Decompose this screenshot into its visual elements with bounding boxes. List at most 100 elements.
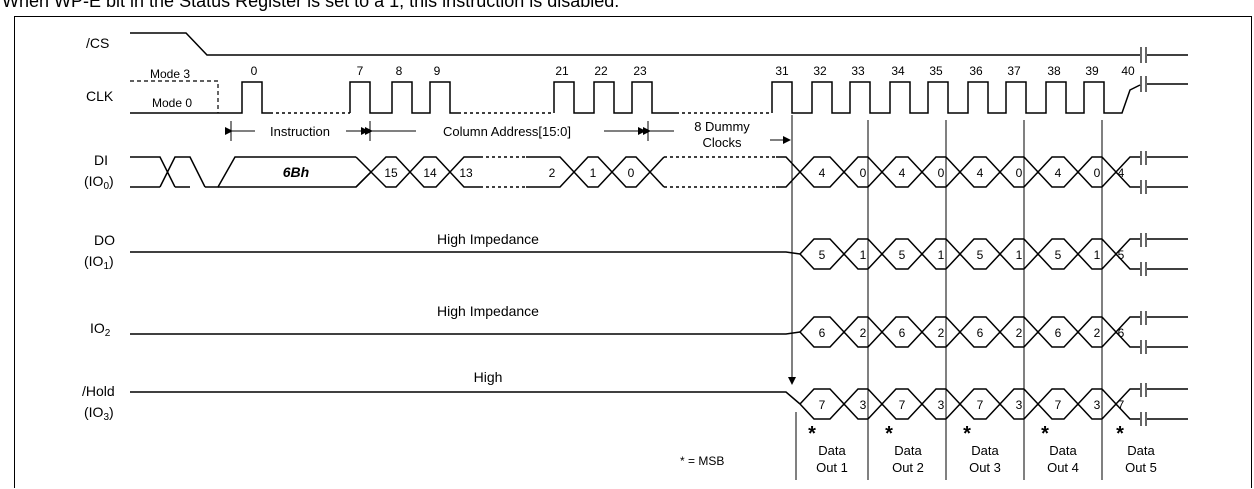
clk-num: 8 — [396, 64, 403, 78]
clk-num: 38 — [1047, 64, 1061, 78]
break-marks — [1140, 47, 1147, 426]
data-out-label: Data — [1049, 443, 1077, 458]
do-label: DO — [94, 232, 115, 248]
io2-label: IO2 — [90, 320, 111, 339]
hold-state-label: High — [474, 369, 503, 385]
clk-num: 37 — [1007, 64, 1021, 78]
bit: 1 — [1016, 248, 1023, 262]
dummy-label-2: Clocks — [702, 135, 742, 150]
di-out-bits: 4 0 4 0 4 0 4 0 4 — [819, 166, 1125, 180]
clk-num: 23 — [633, 64, 647, 78]
io2-out-bits: 6 2 6 2 6 2 6 2 6 — [819, 326, 1125, 340]
bit: 3 — [860, 398, 867, 412]
bit: 4 — [819, 166, 826, 180]
mode0-label: Mode 0 — [152, 96, 192, 110]
data-out-labels: Data Out 1 Data Out 2 Data Out 3 Data Ou… — [816, 443, 1157, 475]
column-address-label: Column Address[15:0] — [443, 124, 571, 139]
bit: 7 — [819, 398, 826, 412]
clk-num: 36 — [969, 64, 983, 78]
data-out-label: Data — [894, 443, 922, 458]
bit: 6 — [819, 326, 826, 340]
msb-legend: * = MSB — [680, 454, 724, 468]
data-out-item: Out 2 — [892, 460, 924, 475]
clk-num: 9 — [434, 64, 441, 78]
clk-num: 31 — [775, 64, 789, 78]
di-bit: 0 — [628, 166, 635, 180]
di-bit: 2 — [549, 166, 556, 180]
bit: 6 — [1118, 326, 1125, 340]
bit: 7 — [899, 398, 906, 412]
di-label: DI — [94, 152, 108, 168]
msb-markers: * * * * * — [808, 423, 1124, 445]
bit: 3 — [1016, 398, 1023, 412]
di-io-label: (IO0) — [84, 173, 114, 192]
bit: 4 — [1118, 166, 1125, 180]
bit: 7 — [1118, 398, 1125, 412]
clk-num: 35 — [929, 64, 943, 78]
do-io-label: (IO1) — [84, 253, 114, 272]
hold-label: /Hold — [82, 383, 115, 399]
output-bus-rows — [130, 156, 1189, 420]
clk-waveform-31-40 — [771, 81, 1188, 114]
clock-numbers: 0 7 8 9 21 22 23 31 32 33 34 35 36 37 38… — [251, 64, 1135, 78]
bit: 2 — [860, 326, 867, 340]
clk-num: 7 — [357, 64, 364, 78]
di-bit: 14 — [423, 166, 437, 180]
data-out-item: Out 4 — [1047, 460, 1079, 475]
bit: 1 — [938, 248, 945, 262]
data-out-label: Data — [1127, 443, 1155, 458]
clk-label: CLK — [86, 88, 114, 104]
bit: 7 — [1055, 398, 1062, 412]
msb-marker: * — [885, 423, 893, 445]
bit: 0 — [938, 166, 945, 180]
bit: 4 — [977, 166, 984, 180]
bit: 0 — [1094, 166, 1101, 180]
di-bit: 15 — [384, 166, 398, 180]
hold-out-bits: 7 3 7 3 7 3 7 3 7 — [819, 398, 1125, 412]
bit: 1 — [1094, 248, 1101, 262]
clk-num: 39 — [1085, 64, 1099, 78]
data-out-label: Data — [818, 443, 846, 458]
bit: 0 — [1016, 166, 1023, 180]
msb-marker: * — [808, 423, 816, 445]
do-out-bits: 5 1 5 1 5 1 5 1 5 — [819, 248, 1125, 262]
data-out-item: Out 3 — [969, 460, 1001, 475]
cs-waveform — [130, 32, 1188, 56]
hold-io-label: (IO3) — [84, 404, 114, 423]
data-out-item: Out 1 — [816, 460, 848, 475]
instruction-span: Instruction — [225, 121, 371, 141]
clk-waveform-8-9 — [349, 81, 458, 114]
bit: 5 — [977, 248, 984, 262]
bit: 0 — [860, 166, 867, 180]
clk-num: 22 — [594, 64, 608, 78]
bit: 5 — [899, 248, 906, 262]
dummy-clocks-span: 8 Dummy Clocks — [643, 119, 791, 150]
bit: 7 — [977, 398, 984, 412]
dummy-label-1: 8 Dummy — [694, 119, 750, 134]
bit: 5 — [1055, 248, 1062, 262]
msb-marker: * — [963, 423, 971, 445]
clk-num: 33 — [851, 64, 865, 78]
clk-waveform-21-23 — [553, 81, 676, 114]
di-opcode: 6Bh — [283, 164, 309, 180]
msb-marker: * — [1116, 423, 1124, 445]
clk-num: 34 — [891, 64, 905, 78]
bit: 2 — [1016, 326, 1023, 340]
bit: 2 — [938, 326, 945, 340]
bit: 6 — [1055, 326, 1062, 340]
bit: 3 — [1094, 398, 1101, 412]
instruction-label: Instruction — [270, 124, 330, 139]
mode3-label: Mode 3 — [150, 67, 190, 81]
cs-label: /CS — [86, 35, 109, 51]
clk-num: 21 — [555, 64, 569, 78]
di-bit: 13 — [459, 166, 473, 180]
phase-divider-lines — [788, 115, 1103, 480]
bit: 6 — [977, 326, 984, 340]
diagram-caption: When WP-E bit in the Status Register is … — [2, 0, 620, 11]
bit: 2 — [1094, 326, 1101, 340]
do-state-label: High Impedance — [437, 231, 539, 247]
msb-marker: * — [1041, 423, 1049, 445]
io2-state-label: High Impedance — [437, 303, 539, 319]
diagram-frame — [14, 16, 1252, 488]
